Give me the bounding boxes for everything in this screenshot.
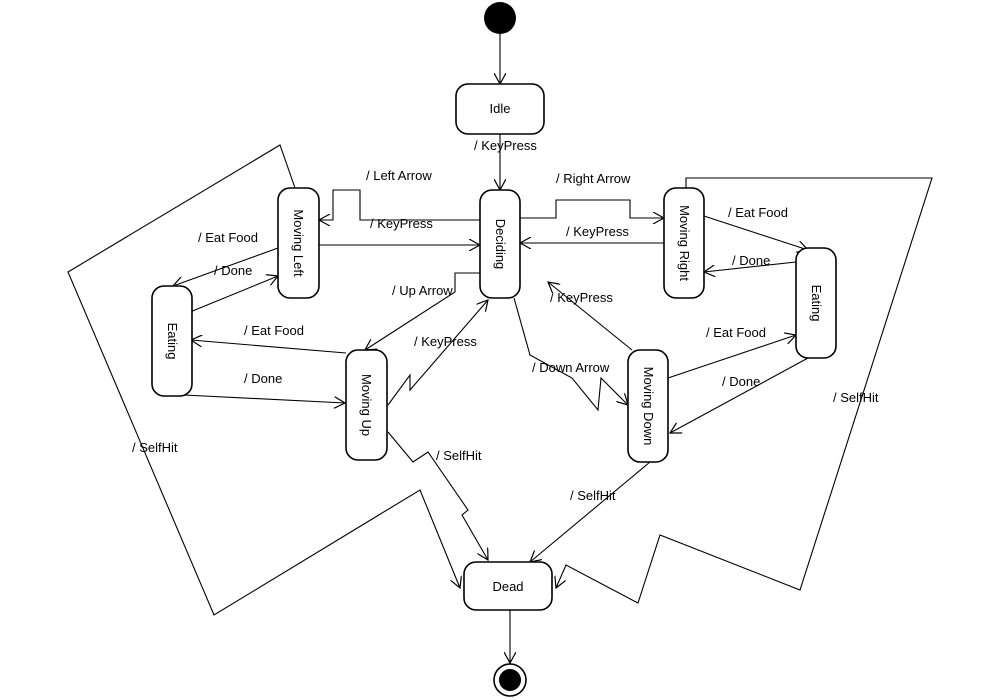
- label-right-selfhit: / SelfHit: [833, 390, 879, 405]
- state-eating-left-label: Eating: [165, 323, 180, 360]
- transition-eating-to-up: [183, 394, 345, 403]
- state-moving-down: Moving Down: [627, 349, 669, 463]
- label-up-done: / Done: [244, 371, 282, 386]
- transition-eating-to-right: [704, 261, 797, 272]
- state-moving-right-label: Moving Right: [677, 205, 692, 281]
- state-dead-label: Dead: [492, 579, 523, 594]
- label-down-selfhit: / SelfHit: [570, 488, 616, 503]
- label-right-done: / Done: [732, 253, 770, 268]
- label-up-selfhit: / SelfHit: [436, 448, 482, 463]
- state-idle-label: Idle: [490, 101, 511, 116]
- label-right-eat-food: / Eat Food: [728, 205, 788, 220]
- transition-left-selfhit: [67, 144, 460, 616]
- final-state-node: [493, 663, 527, 697]
- transition-left-to-eating: [173, 247, 279, 286]
- transition-right-to-eating: [703, 215, 808, 250]
- label-left-eat-food: / Eat Food: [198, 230, 258, 245]
- label-left-to-deciding: / KeyPress: [370, 216, 433, 231]
- state-moving-left-label: Moving Left: [291, 209, 306, 277]
- state-idle: Idle: [455, 83, 545, 135]
- transition-up-to-eating: [191, 340, 347, 354]
- initial-state-node: [484, 2, 516, 34]
- label-up-to-deciding: / KeyPress: [414, 334, 477, 349]
- state-moving-left: Moving Left: [277, 187, 320, 299]
- state-moving-up-label: Moving Up: [359, 374, 374, 436]
- state-deciding-label: Deciding: [493, 219, 508, 270]
- transition-down-selfhit: [530, 461, 651, 562]
- state-eating-right: Eating: [795, 247, 837, 359]
- label-deciding-to-down: / Down Arrow: [532, 360, 610, 375]
- transition-deciding-to-right: [520, 199, 664, 218]
- transition-right-selfhit: [556, 177, 933, 604]
- label-deciding-to-up: / Up Arrow: [392, 283, 453, 298]
- label-right-to-deciding: / KeyPress: [566, 224, 629, 239]
- label-idle-to-deciding: / KeyPress: [474, 138, 537, 153]
- label-deciding-to-right: / Right Arrow: [556, 171, 631, 186]
- state-eating-left: Eating: [151, 285, 193, 397]
- label-left-done: / Done: [214, 263, 252, 278]
- state-deciding: Deciding: [479, 189, 521, 299]
- label-down-eat-food: / Eat Food: [706, 325, 766, 340]
- transition-deciding-to-down: [513, 297, 628, 412]
- transition-up-to-deciding: [387, 300, 488, 406]
- transition-down-to-deciding: [548, 282, 633, 351]
- state-eating-right-label: Eating: [809, 285, 824, 322]
- state-moving-down-label: Moving Down: [641, 367, 656, 446]
- transition-deciding-to-up: [365, 272, 480, 350]
- transition-eating-to-left: [189, 276, 278, 313]
- label-down-to-deciding: / KeyPress: [550, 290, 613, 305]
- transition-up-selfhit: [387, 431, 488, 560]
- label-up-eat-food: / Eat Food: [244, 323, 304, 338]
- state-moving-up: Moving Up: [345, 349, 388, 461]
- label-left-selfhit: / SelfHit: [132, 440, 178, 455]
- transition-down-to-eating: [667, 335, 796, 379]
- transition-eating-to-down: [670, 357, 809, 433]
- transition-deciding-to-left: [319, 189, 480, 220]
- state-moving-right: Moving Right: [663, 187, 705, 299]
- state-dead: Dead: [463, 561, 553, 611]
- label-deciding-to-left: / Left Arrow: [366, 168, 432, 183]
- label-down-done: / Done: [722, 374, 760, 389]
